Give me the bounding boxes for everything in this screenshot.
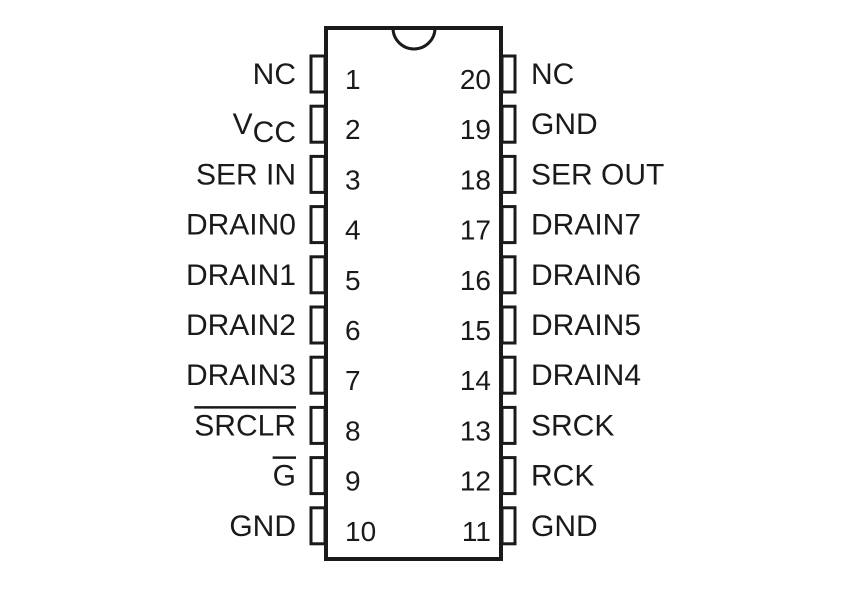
pin-number-8: 8: [345, 415, 361, 446]
pin-label-3: SER IN: [196, 158, 296, 191]
pin-number-18: 18: [460, 164, 491, 195]
pin-label-17: DRAIN7: [531, 209, 641, 242]
pin-lead-18: [500, 154, 517, 194]
pin-lead-14: [500, 355, 517, 395]
pin-lead-11: [500, 506, 517, 546]
pin-label-15: DRAIN5: [531, 309, 641, 342]
pin-number-19: 19: [460, 114, 491, 145]
pin-number-13: 13: [460, 415, 491, 446]
pin-label-10: GND: [229, 510, 296, 543]
pin-label-11: GND: [531, 510, 598, 543]
pin-label-4: DRAIN0: [186, 209, 296, 242]
pin-label-14: DRAIN4: [531, 359, 641, 392]
pin-lead-16: [500, 255, 517, 295]
pin-label-7: DRAIN3: [186, 359, 296, 392]
pin-number-3: 3: [345, 164, 361, 195]
pin-label-9: G: [273, 460, 296, 493]
pin-label-18: SER OUT: [531, 158, 664, 191]
pin-lead-4: [309, 205, 327, 245]
pin-number-10: 10: [345, 516, 376, 547]
pin-lead-9: [309, 456, 327, 496]
pin-lead-8: [309, 405, 327, 445]
pin-lead-6: [309, 305, 327, 345]
pin-number-16: 16: [460, 265, 491, 296]
pin-number-9: 9: [345, 466, 361, 497]
pin-number-15: 15: [460, 315, 491, 346]
pin-label-6: DRAIN2: [186, 309, 296, 342]
pin-number-11: 11: [462, 516, 491, 547]
pin-label-20: NC: [531, 58, 574, 91]
pin-number-1: 1: [345, 64, 361, 95]
pin-number-17: 17: [460, 215, 491, 246]
pin-lead-19: [500, 104, 517, 144]
pin-lead-12: [500, 456, 517, 496]
pin-label-13: SRCK: [531, 409, 614, 442]
pin-label-1: NC: [253, 58, 296, 91]
pin-number-14: 14: [460, 365, 491, 396]
pin-number-2: 2: [345, 114, 361, 145]
pin-lead-1: [309, 54, 327, 94]
pin-number-20: 20: [460, 64, 491, 95]
pin-number-7: 7: [345, 365, 361, 396]
pin-lead-20: [500, 54, 517, 94]
pin-lead-13: [500, 405, 517, 445]
pin-number-5: 5: [345, 265, 361, 296]
pin-label-12: RCK: [531, 460, 594, 493]
pin-lead-3: [309, 154, 327, 194]
pin-number-4: 4: [345, 215, 361, 246]
pin-label-19: GND: [531, 108, 598, 141]
pin-lead-7: [309, 355, 327, 395]
pin-lead-15: [500, 305, 517, 345]
pin-lead-10: [309, 506, 327, 546]
pin-lead-5: [309, 255, 327, 295]
pin-lead-2: [309, 104, 327, 144]
pin1-notch: [391, 27, 437, 51]
pin-number-12: 12: [460, 466, 491, 497]
pin-label-16: DRAIN6: [531, 259, 641, 292]
pin-number-6: 6: [345, 315, 361, 346]
pin-label-2: VCC: [233, 108, 296, 149]
pin-label-5: DRAIN1: [186, 259, 296, 292]
pin-lead-17: [500, 205, 517, 245]
pin-label-8: SRCLR: [194, 409, 296, 442]
